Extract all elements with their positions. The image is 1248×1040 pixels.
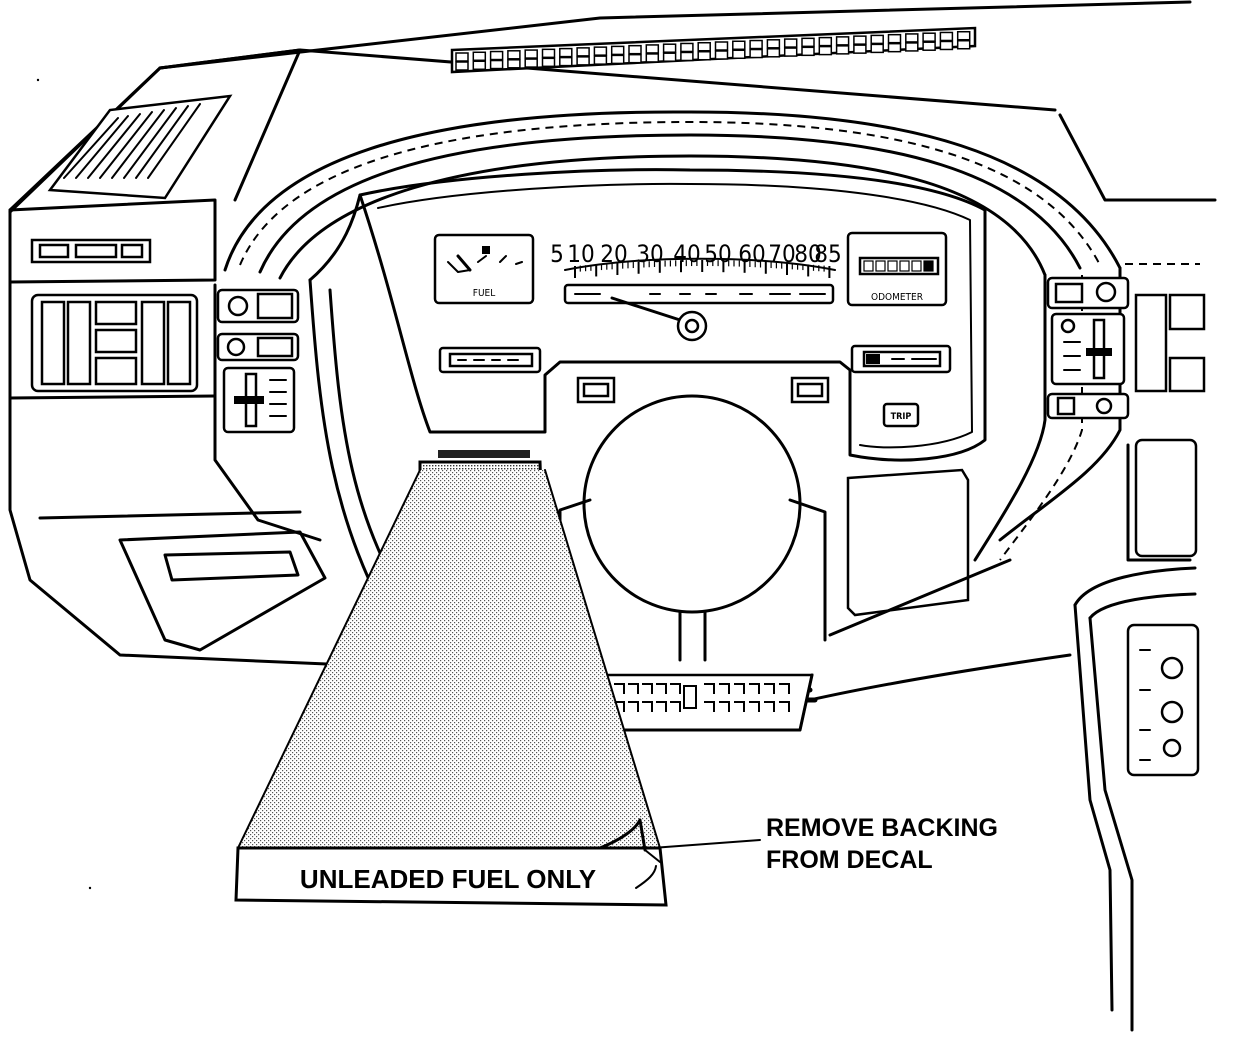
right-switch-pod xyxy=(1046,276,1130,420)
left-switch-pod xyxy=(213,283,322,542)
right-dash-panel xyxy=(1058,113,1217,1032)
callout-line-1: REMOVE BACKING xyxy=(766,814,998,842)
left-indicator-strip xyxy=(438,346,542,374)
remove-backing-callout: REMOVE BACKING FROM DECAL xyxy=(651,814,998,874)
speed-number: 85 xyxy=(814,240,841,268)
speed-number: 10 xyxy=(567,240,594,268)
odometer: ODOMETER xyxy=(846,231,948,307)
left-dash-panel xyxy=(8,48,582,677)
fuel-gauge: FUEL xyxy=(433,233,535,305)
odometer-label: ODOMETER xyxy=(871,292,923,303)
steering-column xyxy=(558,394,827,662)
speed-number: 60 xyxy=(738,240,765,268)
cluster-hood xyxy=(223,110,1122,562)
decal-text: UNLEADED FUEL ONLY xyxy=(300,864,596,894)
speed-number: 40 xyxy=(673,240,700,268)
defroster-vent xyxy=(450,26,977,74)
left-lower-vent xyxy=(30,293,199,393)
speed-number: 5 xyxy=(550,240,564,268)
right-lower-panel xyxy=(828,468,1012,637)
glove-box xyxy=(38,510,327,652)
specks xyxy=(36,78,92,890)
callout-line-2: FROM DECAL xyxy=(766,846,933,874)
left-air-vent xyxy=(47,94,233,200)
decal-projection xyxy=(234,469,668,907)
left-switch-row xyxy=(30,238,152,264)
unleaded-fuel-decal: UNLEADED FUEL ONLY xyxy=(300,818,661,894)
fuel-label: FUEL xyxy=(473,288,495,299)
right-indicator-strip xyxy=(850,344,952,374)
trip-reset-button: TRIP xyxy=(882,402,920,428)
trip-label: TRIP xyxy=(891,412,912,422)
cluster-tabs xyxy=(576,376,830,404)
